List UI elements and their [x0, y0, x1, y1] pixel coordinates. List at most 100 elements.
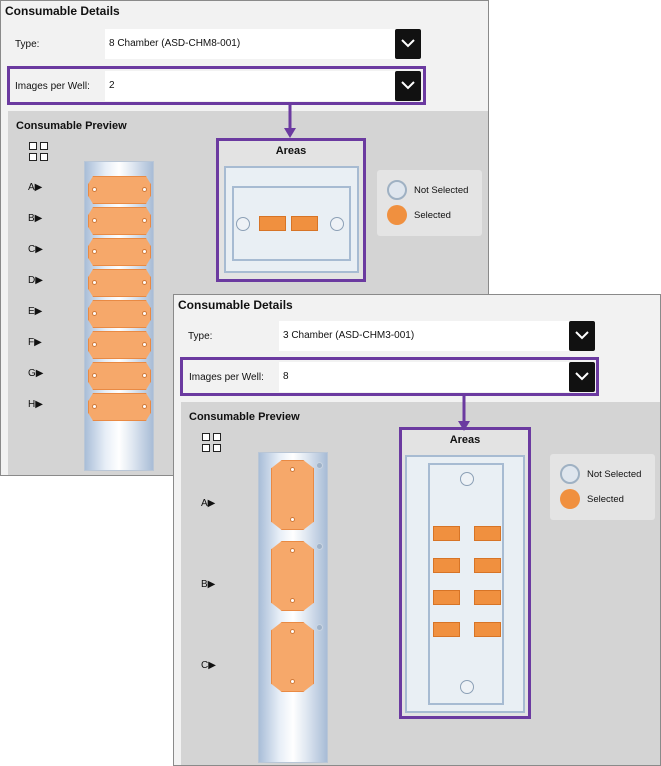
well-boundary: [428, 463, 504, 705]
well-port: [290, 467, 295, 472]
area-selected[interactable]: [291, 216, 318, 231]
area-selected[interactable]: [433, 558, 460, 573]
area-selected[interactable]: [474, 526, 501, 541]
arrow-down-icon: [284, 103, 296, 138]
well-port: [92, 373, 97, 378]
images-per-well-select[interactable]: 2: [105, 71, 421, 101]
images-dropdown-button[interactable]: [395, 71, 421, 101]
well-port: [142, 342, 147, 347]
grid-layout-icon[interactable]: [202, 433, 222, 453]
areas-title: Areas: [275, 145, 307, 157]
well-port: [142, 187, 147, 192]
area-selected[interactable]: [474, 590, 501, 605]
arrow-down-icon: [458, 394, 470, 431]
areas-panel: Areas: [216, 138, 366, 282]
consumable-preview-area: Consumable Preview A▶ B▶ C▶ Areas: [181, 402, 660, 765]
chamber-well[interactable]: [88, 176, 151, 204]
well-port: [290, 629, 295, 634]
chamber-well[interactable]: [88, 393, 151, 421]
chevron-down-icon: [575, 372, 589, 381]
row-label-f[interactable]: F▶: [28, 337, 42, 348]
chamber-well[interactable]: [88, 238, 151, 266]
row-label-a[interactable]: A▶: [201, 498, 216, 509]
legend-selected-label: Selected: [414, 210, 451, 221]
row-label-e[interactable]: E▶: [28, 306, 43, 317]
area-selected[interactable]: [433, 526, 460, 541]
grid-layout-icon[interactable]: [29, 142, 49, 162]
type-label: Type:: [188, 331, 213, 342]
well-indicator-dot: [316, 624, 323, 631]
chevron-down-icon: [575, 331, 589, 340]
row-label-c[interactable]: C▶: [201, 660, 216, 671]
type-select[interactable]: 3 Chamber (ASD-CHM3-001): [279, 321, 595, 351]
preview-title: Consumable Preview: [16, 120, 127, 132]
type-select-value: 3 Chamber (ASD-CHM3-001): [283, 330, 415, 341]
areas-legend: Not Selected Selected: [550, 454, 655, 520]
well-port: [92, 404, 97, 409]
selected-swatch: [387, 205, 407, 225]
not-selected-swatch: [560, 464, 580, 484]
area-not-selected[interactable]: [460, 680, 474, 694]
chevron-down-icon: [401, 81, 415, 90]
images-per-well-label: Images per Well:: [15, 81, 90, 92]
type-select-value: 8 Chamber (ASD-CHM8-001): [109, 38, 241, 49]
well-port: [290, 548, 295, 553]
area-selected[interactable]: [433, 622, 460, 637]
legend-selected-label: Selected: [587, 494, 624, 505]
chamber-well[interactable]: [88, 207, 151, 235]
well-port: [92, 218, 97, 223]
well-port: [92, 311, 97, 316]
not-selected-swatch: [387, 180, 407, 200]
type-select[interactable]: 8 Chamber (ASD-CHM8-001): [105, 29, 421, 59]
well-area-map: [405, 455, 525, 713]
row-label-b[interactable]: B▶: [201, 579, 216, 590]
areas-title: Areas: [449, 434, 481, 446]
well-port: [92, 187, 97, 192]
legend-not-selected-label: Not Selected: [414, 185, 469, 196]
images-per-well-label: Images per Well:: [189, 372, 264, 383]
images-per-well-value: 8: [283, 371, 289, 382]
row-label-c[interactable]: C▶: [28, 244, 43, 255]
area-selected[interactable]: [259, 216, 286, 231]
area-not-selected[interactable]: [236, 217, 250, 231]
well-indicator-dot: [316, 462, 323, 469]
panel-title: Consumable Details: [178, 298, 293, 312]
row-label-g[interactable]: G▶: [28, 368, 44, 379]
areas-panel: Areas: [399, 427, 531, 719]
area-not-selected[interactable]: [330, 217, 344, 231]
well-port: [92, 280, 97, 285]
well-port: [142, 404, 147, 409]
chamber-well[interactable]: [88, 300, 151, 328]
preview-title: Consumable Preview: [189, 411, 300, 423]
areas-legend: Not Selected Selected: [377, 170, 482, 236]
well-area-map: [224, 166, 359, 273]
well-port: [142, 249, 147, 254]
row-label-a[interactable]: A▶: [28, 182, 43, 193]
panel-title: Consumable Details: [5, 4, 120, 18]
well-port: [142, 311, 147, 316]
well-port: [290, 598, 295, 603]
images-dropdown-button[interactable]: [569, 362, 595, 392]
area-not-selected[interactable]: [460, 472, 474, 486]
legend-not-selected-label: Not Selected: [587, 469, 642, 480]
area-selected[interactable]: [474, 558, 501, 573]
row-label-h[interactable]: H▶: [28, 399, 43, 410]
chamber-well[interactable]: [88, 269, 151, 297]
type-dropdown-button[interactable]: [395, 29, 421, 59]
well-indicator-dot: [316, 543, 323, 550]
well-port: [92, 249, 97, 254]
chamber-well[interactable]: [88, 331, 151, 359]
row-label-b[interactable]: B▶: [28, 213, 43, 224]
well-port: [92, 342, 97, 347]
well-port: [290, 517, 295, 522]
images-per-well-select[interactable]: 8: [279, 362, 595, 392]
consumable-details-panel-3-chamber: Consumable Details Type: 3 Chamber (ASD-…: [173, 294, 661, 766]
well-port: [290, 679, 295, 684]
chamber-well[interactable]: [88, 362, 151, 390]
well-boundary: [232, 186, 351, 261]
area-selected[interactable]: [474, 622, 501, 637]
images-per-well-highlight: [7, 66, 426, 105]
type-dropdown-button[interactable]: [569, 321, 595, 351]
area-selected[interactable]: [433, 590, 460, 605]
row-label-d[interactable]: D▶: [28, 275, 43, 286]
